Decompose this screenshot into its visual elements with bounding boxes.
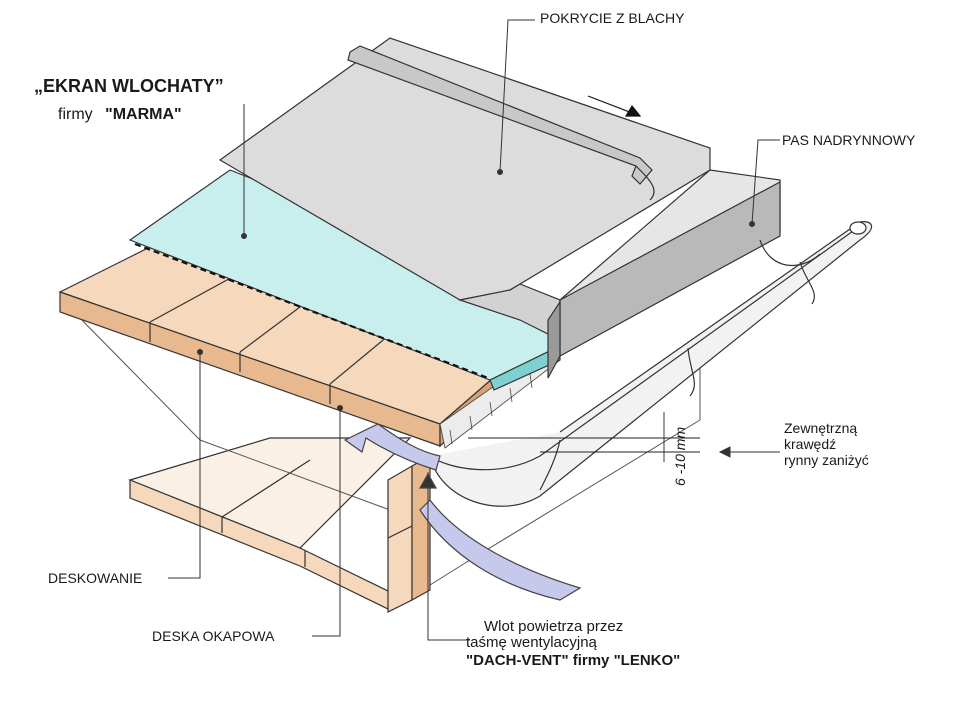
product-maker-line: firmy "MARMA"	[58, 106, 182, 124]
label-metal-cover: POKRYCIE Z BLACHY	[540, 10, 685, 26]
product-maker: "MARMA"	[105, 106, 182, 123]
lower-boarding	[128, 437, 412, 611]
drip-edge-strip	[547, 169, 781, 379]
label-gutter-note: Zewnętrzną krawędź rynny zaniżyć	[784, 420, 869, 469]
label-eaves-board: DESKA OKAPOWA	[152, 628, 275, 644]
label-gap-dimension: 6 -10 mm	[672, 426, 688, 486]
slope-arrow	[587, 95, 642, 117]
label-drip-strip: PAS NADRYNNOWY	[782, 132, 916, 148]
product-title: „EKRAN WLOCHATY”	[34, 76, 224, 96]
label-air-inlet-1: Wlot powietrza przez	[484, 618, 624, 635]
eaves-board	[387, 454, 431, 613]
leader-lines	[168, 19, 780, 641]
airflow-arrows	[343, 423, 582, 601]
label-boarding: DESKOWANIE	[48, 570, 143, 586]
label-air-inlet-3: "DACH-VENT" firmy "LENKO"	[466, 652, 681, 669]
dimension-marks	[468, 412, 700, 462]
label-air-inlet-2: taśmę wentylacyjną	[466, 634, 597, 651]
product-maker-prefix: firmy	[58, 106, 93, 123]
